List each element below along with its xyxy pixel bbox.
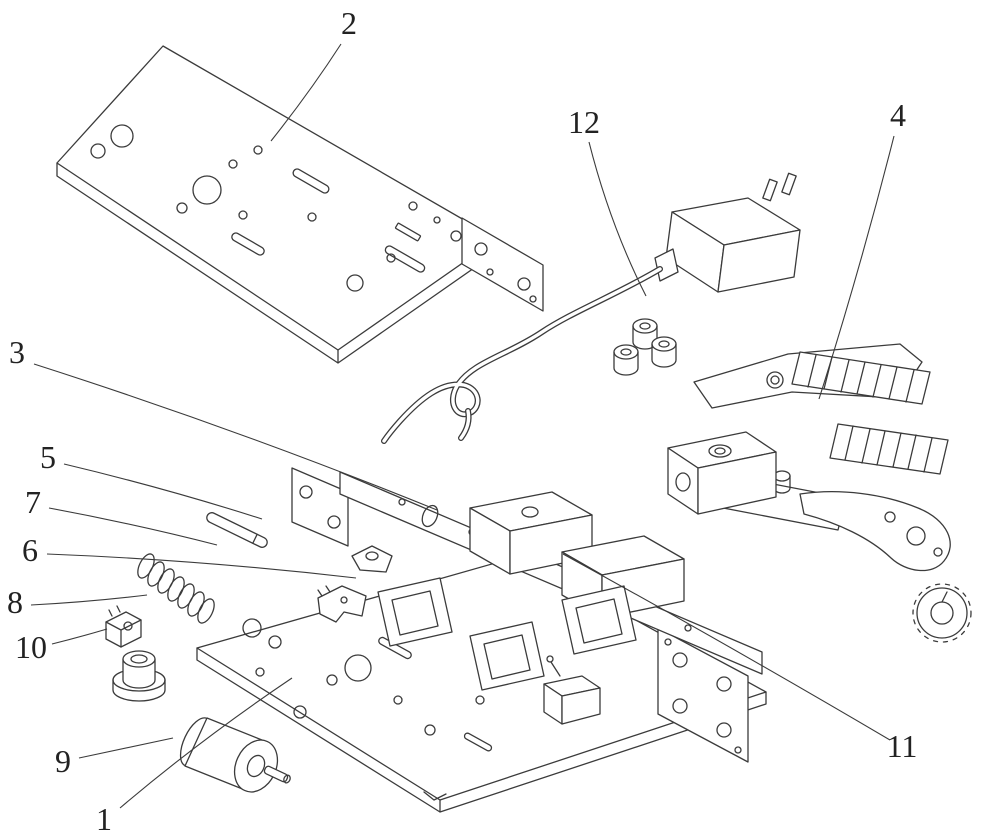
part-label-2: 2: [341, 5, 357, 41]
ridged-connector-block: [829, 423, 949, 475]
frame-component: [377, 577, 453, 647]
pin: [206, 512, 268, 548]
plate-top-face: [56, 45, 498, 351]
actuator-assembly: [613, 318, 972, 643]
leader-line-10: [51, 628, 108, 645]
power-cable: [381, 266, 663, 444]
leader-line-4: [818, 135, 895, 400]
bracket-hole: [770, 375, 780, 385]
part-label-4: 4: [890, 97, 906, 133]
cable-grommet: [421, 504, 439, 528]
coil-spring: [137, 553, 215, 624]
motor: [179, 717, 291, 793]
frame-component: [469, 621, 545, 691]
leader-line-8: [30, 594, 148, 606]
plug-right-face: [717, 229, 801, 293]
part-label-9: 9: [55, 743, 71, 779]
leader-line-12: [588, 141, 647, 297]
standoff-cylinder: [651, 336, 677, 368]
main-lock-body: [196, 467, 767, 813]
part-label-8: 8: [7, 584, 23, 620]
rail-end-plate: [291, 467, 349, 547]
leader-line-3: [33, 363, 438, 511]
micro-switch: [543, 655, 601, 725]
latch-piece: [317, 585, 367, 623]
part-label-3: 3: [9, 334, 25, 370]
housing-box: [667, 431, 777, 515]
part-label-11: 11: [887, 728, 918, 764]
part-label-7: 7: [25, 484, 41, 520]
leader-line-1: [119, 677, 293, 809]
part-label-10: 10: [15, 629, 47, 665]
leader-line-7: [48, 507, 218, 546]
plate-holes: [90, 124, 462, 292]
part-label-12: 12: [568, 104, 600, 140]
frame-component: [561, 585, 637, 655]
part-label-1: 1: [96, 801, 112, 837]
plate-side-flange: [461, 217, 544, 312]
part-label-5: 5: [40, 439, 56, 475]
gear-ring: [912, 583, 972, 643]
solenoid-box: [561, 535, 685, 619]
plug-prong: [762, 178, 778, 202]
standoff-cylinder: [613, 344, 639, 376]
leader-line-2: [270, 43, 342, 142]
leader-line-9: [78, 737, 174, 759]
end-plate: [657, 627, 749, 763]
top-cover-plate: [56, 45, 544, 364]
leader-line-6: [46, 553, 357, 579]
bushing: [112, 650, 166, 702]
clamp-piece: [351, 545, 393, 573]
flange-holes: [474, 242, 537, 303]
motor-shaft: [263, 765, 289, 783]
plate-slots: [231, 168, 426, 273]
plug-prong: [781, 172, 797, 196]
part-labels: 1 2 3 4 5 6 7 8 9 10 11 12: [7, 5, 917, 837]
plug-neck: [654, 248, 679, 282]
ridged-connector-block: [791, 351, 931, 405]
part-label-6: 6: [22, 532, 38, 568]
power-plug: [654, 172, 801, 293]
leader-line-5: [63, 463, 263, 520]
base-notch: [423, 791, 447, 801]
small-bracket: [105, 605, 142, 648]
lever-plate: [799, 491, 951, 572]
leader-lines: [30, 43, 895, 809]
bracket-hole: [766, 371, 784, 389]
leader-line-11: [562, 553, 891, 741]
